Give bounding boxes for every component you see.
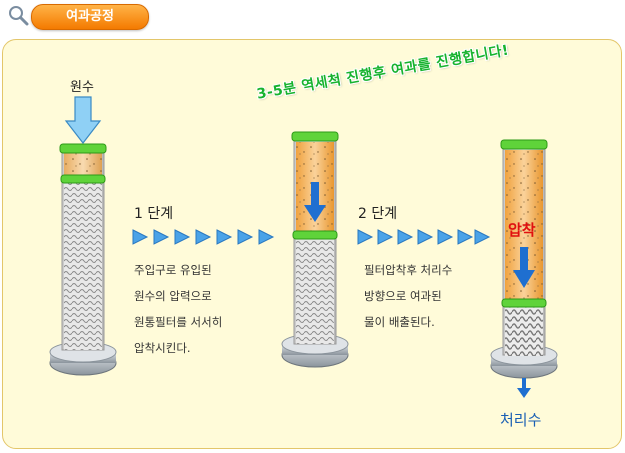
- cylinder-stage-2: [490, 139, 558, 398]
- compress-arrow-icon: [304, 182, 326, 222]
- step-1-description: 주입구로 유입된 원수의 압력으로 원통필터를 서서히 압착시킨다.: [134, 263, 223, 355]
- input-label: 원수: [70, 80, 94, 95]
- page-title-tab: 여과공정: [31, 4, 149, 30]
- inlet-arrow-icon: [64, 96, 102, 144]
- output-label: 처리수: [500, 411, 542, 429]
- cylinder-stage-1: [281, 131, 349, 368]
- step-2-description: 필터압착후 처리수 방향으로 여과된 물이 배출된다.: [364, 263, 453, 329]
- compress-arrow-icon-2: [513, 247, 535, 288]
- step-1-label: 1 단계: [134, 206, 174, 222]
- outlet-arrow-icon: [517, 388, 531, 398]
- compress-label: 압착: [508, 221, 536, 239]
- progress-arrows-1: [132, 229, 275, 245]
- magnifier-icon: [9, 6, 29, 26]
- step-2-label: 2 단계: [358, 206, 398, 222]
- cylinder-stage-0: [49, 143, 117, 376]
- progress-arrows-2: [357, 229, 491, 245]
